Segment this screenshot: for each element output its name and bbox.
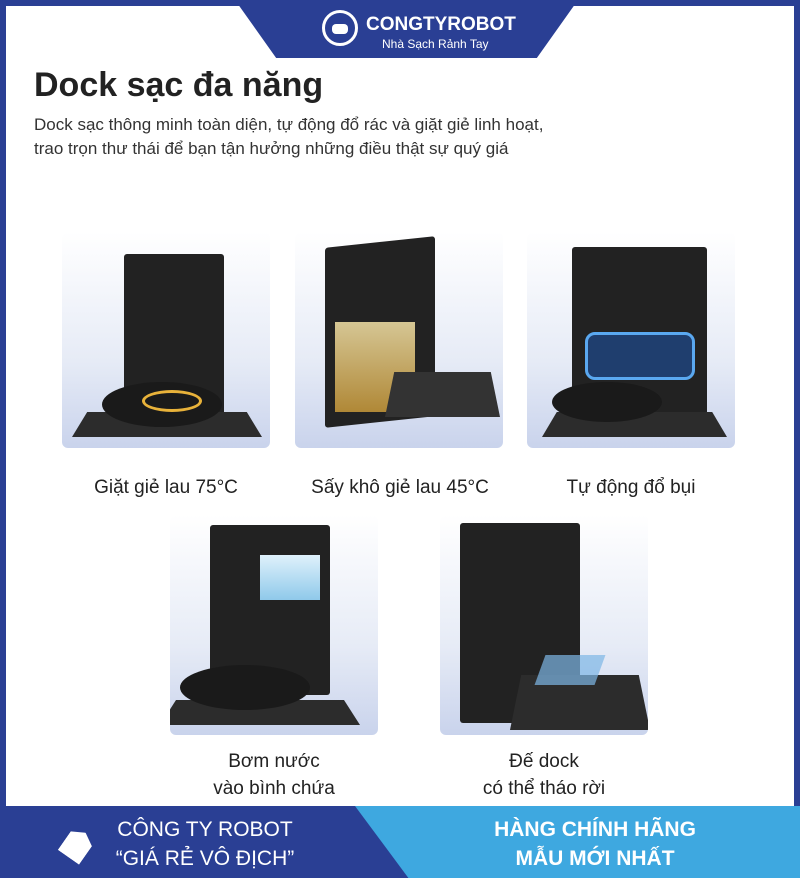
feature-label-line: Bơm nước [228, 751, 320, 772]
feature-image-dry [295, 232, 503, 448]
robot-logo-icon [322, 10, 358, 46]
feature-image-wash [62, 232, 270, 448]
brand-tagline: Nhà Sạch Rảnh Tay [382, 37, 489, 51]
footer-company: CÔNG TY ROBOT [117, 818, 293, 841]
footer-right-band [355, 806, 800, 878]
feature-label: Bơm nước vào bình chứa [150, 748, 398, 802]
feature-image-base [440, 515, 648, 735]
subtitle-line: Dock sạc thông minh toàn diện, tự động đ… [34, 115, 544, 134]
feature-label-line: vào bình chứa [213, 778, 335, 799]
footer-right-text: HÀNG CHÍNH HÃNG MẪU MỚI NHẤT [470, 815, 720, 873]
subtitle-line: trao trọn thư thái để bạn tận hưởng nhữn… [34, 139, 509, 158]
subtitle: Dock sạc thông minh toàn diện, tự động đ… [34, 113, 543, 161]
feature-label: Giặt giẻ lau 75°C [94, 477, 238, 498]
logo-band [235, 0, 578, 58]
feature-label-line: Đế dock [509, 751, 579, 772]
feature-label: Tự động đổ bụi [566, 477, 696, 498]
page-title: Dock sạc đa năng [34, 66, 324, 104]
footer-genuine: HÀNG CHÍNH HÃNG [494, 818, 696, 841]
feature-image-water [170, 515, 378, 735]
footer-left-text: CÔNG TY ROBOT “GIÁ RẺ VÔ ĐỊCH” [110, 815, 300, 873]
brand-name: CONGTYROBOT [366, 14, 516, 35]
feature-image-dust [527, 232, 735, 448]
footer-slogan: “GIÁ RẺ VÔ ĐỊCH” [115, 847, 295, 870]
feature-label: Sấy khô giẻ lau 45°C [311, 477, 489, 498]
feature-label-line: có thể tháo rời [482, 778, 606, 799]
feature-label: Đế dock có thể tháo rời [420, 748, 668, 802]
footer-newest: MẪU MỚI NHẤT [515, 847, 675, 870]
